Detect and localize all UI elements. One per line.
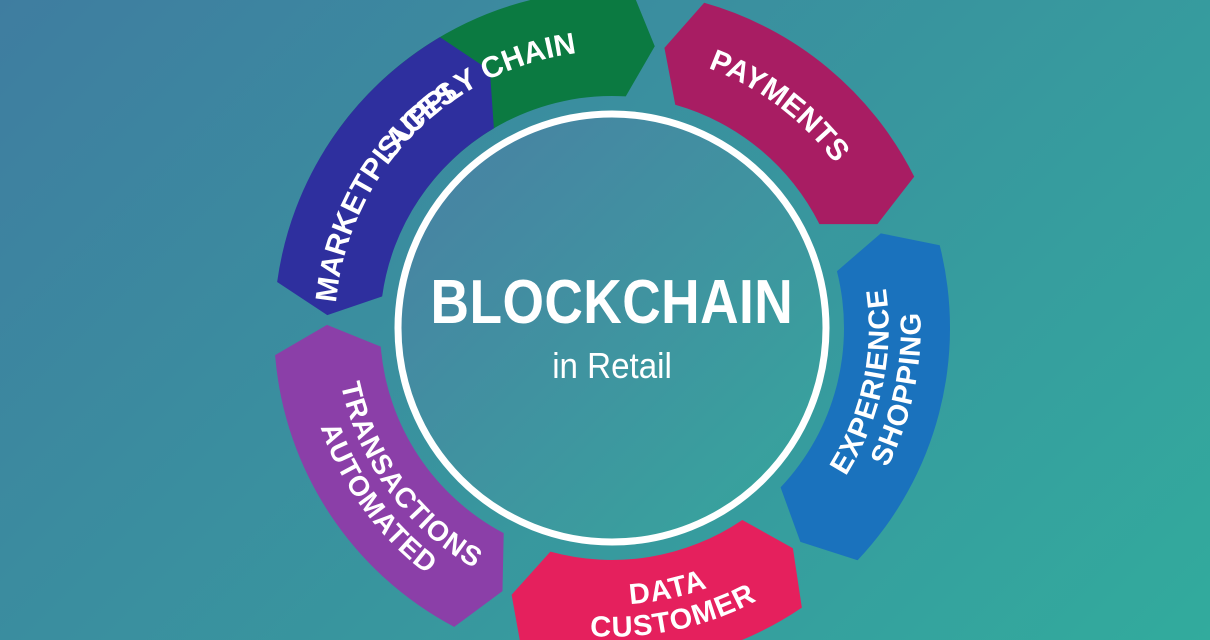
segment-marketplaces[interactable] — [277, 37, 494, 316]
segment-shopping-experience[interactable] — [780, 233, 950, 561]
hub-disc — [398, 114, 826, 542]
segment-automated-transactions[interactable] — [275, 324, 504, 627]
segment-customer-data[interactable] — [511, 519, 802, 640]
hub-layer — [394, 110, 830, 546]
hub-ring — [394, 110, 830, 546]
segments-layer — [275, 0, 950, 640]
segment-payments[interactable] — [664, 2, 915, 225]
